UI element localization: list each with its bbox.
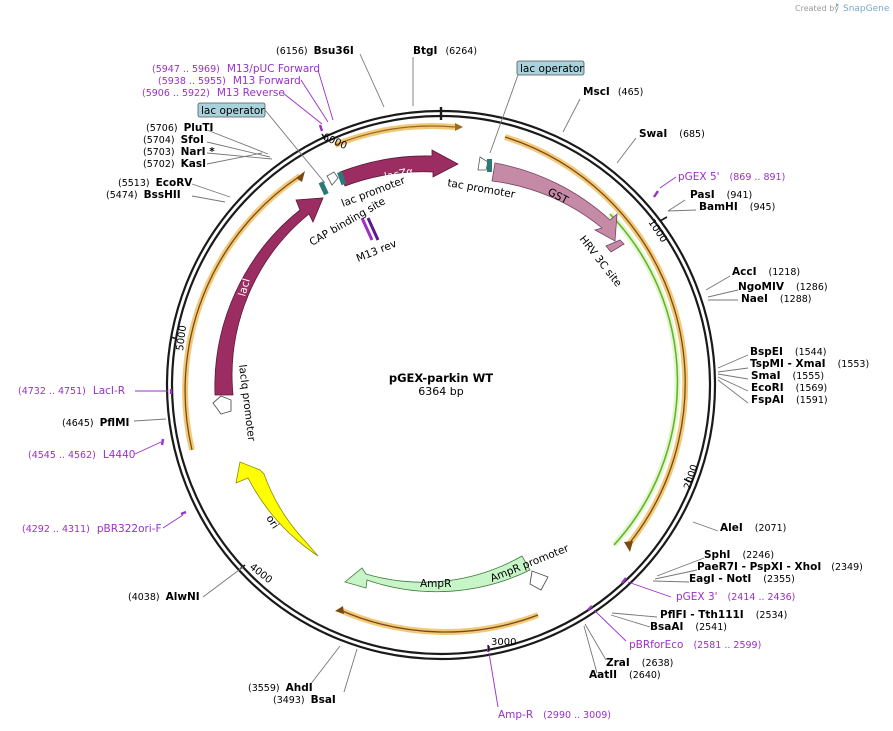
enzyme-bsaai: BsaAI(2541)	[650, 621, 727, 633]
enzyme-paer7i-pspxi-xhoi: PaeR7I - PspXI - XhoI(2349)	[697, 561, 863, 573]
enzyme-pasi: PasI(941)	[690, 189, 752, 201]
tac-promoter-arrow	[477, 156, 492, 172]
m13-rev-arrows	[360, 217, 380, 241]
feature-label-ampr-promoter: AmpR promoter	[489, 542, 571, 585]
primer-l4440: (4545 .. 4562)L4440	[28, 449, 135, 461]
enzyme-smai: SmaI(1555)	[751, 370, 824, 382]
enzyme-bamhi: BamHI(945)	[699, 201, 775, 213]
enzyme-bspei: BspEI(1544)	[750, 346, 826, 358]
enzyme-eagi-noti: EagI - NotI(2355)	[689, 573, 795, 585]
primer-m13-puc-forward: (5947 .. 5969)M13/pUC Forward	[152, 63, 320, 75]
enzyme-aatii: AatII(2640)	[589, 669, 661, 681]
primer-pgex-3: pGEX 3'(2414 .. 2436)	[676, 591, 795, 603]
feature-label-ampr: AmpR	[420, 578, 451, 590]
enzyme-swai: SwaI(685)	[639, 128, 705, 140]
enzyme-alei: AleI(2071)	[720, 522, 786, 534]
lac-operator-box-left: lac operator	[197, 102, 326, 184]
feature-label-m13-rev: M13 rev	[355, 238, 399, 265]
primer-m13-forward: (5938 .. 5955)M13 Forward	[158, 75, 301, 87]
enzyme-bsai: (3493)BsaI	[273, 694, 336, 706]
enzyme-ahdi: (3559)AhdI	[248, 682, 313, 694]
hrv-arrow	[605, 239, 625, 253]
snapgene-logo: SnapGene	[836, 3, 890, 14]
primer-m13-reverse: (5906 .. 5922)M13 Reverse	[142, 87, 285, 99]
primer-leaders	[134, 69, 677, 708]
enzyme-nari: (5703)NarI *	[143, 146, 215, 158]
enzyme-pflfi-tth111i: PflFI - Tth111I(2534)	[660, 609, 787, 621]
enzyme-ecori: EcoRI(1569)	[751, 382, 827, 394]
primer-amp-r: Amp-R(2990 .. 3009)	[498, 709, 611, 721]
tick-1000: 1000	[646, 218, 669, 245]
primer-laci-r: (4732 .. 4751)LacI-R	[18, 385, 125, 397]
enzyme-fspai: FspAI(1591)	[751, 394, 828, 406]
ori-arrow	[235, 461, 319, 557]
feature-label-lacza: lacZα	[383, 166, 414, 183]
enzyme-alwni: (4038)AlwNI	[128, 591, 200, 603]
enzyme-btgi: BtgI(6264)	[413, 45, 477, 57]
enzyme-msci: MscI(465)	[583, 86, 643, 98]
orange-arc-top	[333, 123, 463, 148]
plasmid-name: pGEX-parkin WT	[389, 371, 493, 385]
ampr-arrow	[344, 555, 531, 593]
enzyme-ngomiv: NgoMIV(1286)	[738, 281, 828, 293]
orange-arc-left	[182, 171, 305, 451]
lac-operator-box-top: lac operator	[489, 60, 585, 154]
enzyme-acci: AccI(1218)	[732, 266, 800, 278]
laci-arrow	[214, 197, 324, 396]
feature-label-laci: lacI	[236, 277, 253, 298]
lac-operator-label-2: lac operator	[201, 105, 265, 117]
enzyme-kasi: (5702)KasI	[143, 158, 206, 170]
primer-pbr322ori-f: (4292 .. 4311)pBR322ori-F	[22, 523, 162, 535]
lac-operator-label-1: lac operator	[520, 63, 584, 75]
enzyme-bsu36i: (6156)Bsu36I	[276, 45, 354, 57]
enzyme-ecorv: (5513)EcoRV	[118, 177, 193, 189]
tick-3000: 3000	[491, 637, 516, 648]
plasmid-length: 6364 bp	[418, 385, 463, 398]
enzyme-sfoi: (5704)SfoI	[143, 134, 204, 146]
credit-text: Created by	[795, 4, 839, 13]
primer-ticks	[160, 124, 659, 653]
enzyme-sphi: SphI(2246)	[704, 549, 774, 561]
enzyme-tspmi-xmai: TspMI - XmaI(1553)	[750, 358, 869, 370]
lac-promoter-arrow	[318, 171, 347, 196]
primer-pbrforeco: pBRforEco(2581 .. 2599)	[629, 639, 761, 651]
ampr-promoter-arrow	[529, 570, 549, 591]
snapgene-brand: SnapGene	[843, 4, 890, 14]
enzyme-pluti: (5706)PluTI	[146, 122, 213, 134]
enzyme-naei: NaeI(1288)	[741, 293, 812, 305]
gst-arrow	[491, 162, 618, 242]
orange-arc-right	[504, 134, 689, 552]
tick-5000: 5000	[175, 325, 189, 352]
enzyme-leaders	[133, 53, 749, 693]
orange-arc-bottom	[335, 606, 540, 635]
feature-label-laciq-promoter: lacIq promoter	[236, 364, 257, 443]
enzyme-bsshii: (5474)BssHII	[106, 189, 181, 201]
enzyme-zrai: ZraI(2638)	[606, 657, 673, 669]
lacza-arrow	[339, 149, 459, 187]
green-arc	[607, 211, 681, 548]
enzyme-pflmi: (4645)PflMI	[62, 417, 129, 429]
laciq-promoter-arrow	[212, 395, 232, 415]
primer-pgex-5: pGEX 5'(869 .. 891)	[678, 171, 785, 183]
